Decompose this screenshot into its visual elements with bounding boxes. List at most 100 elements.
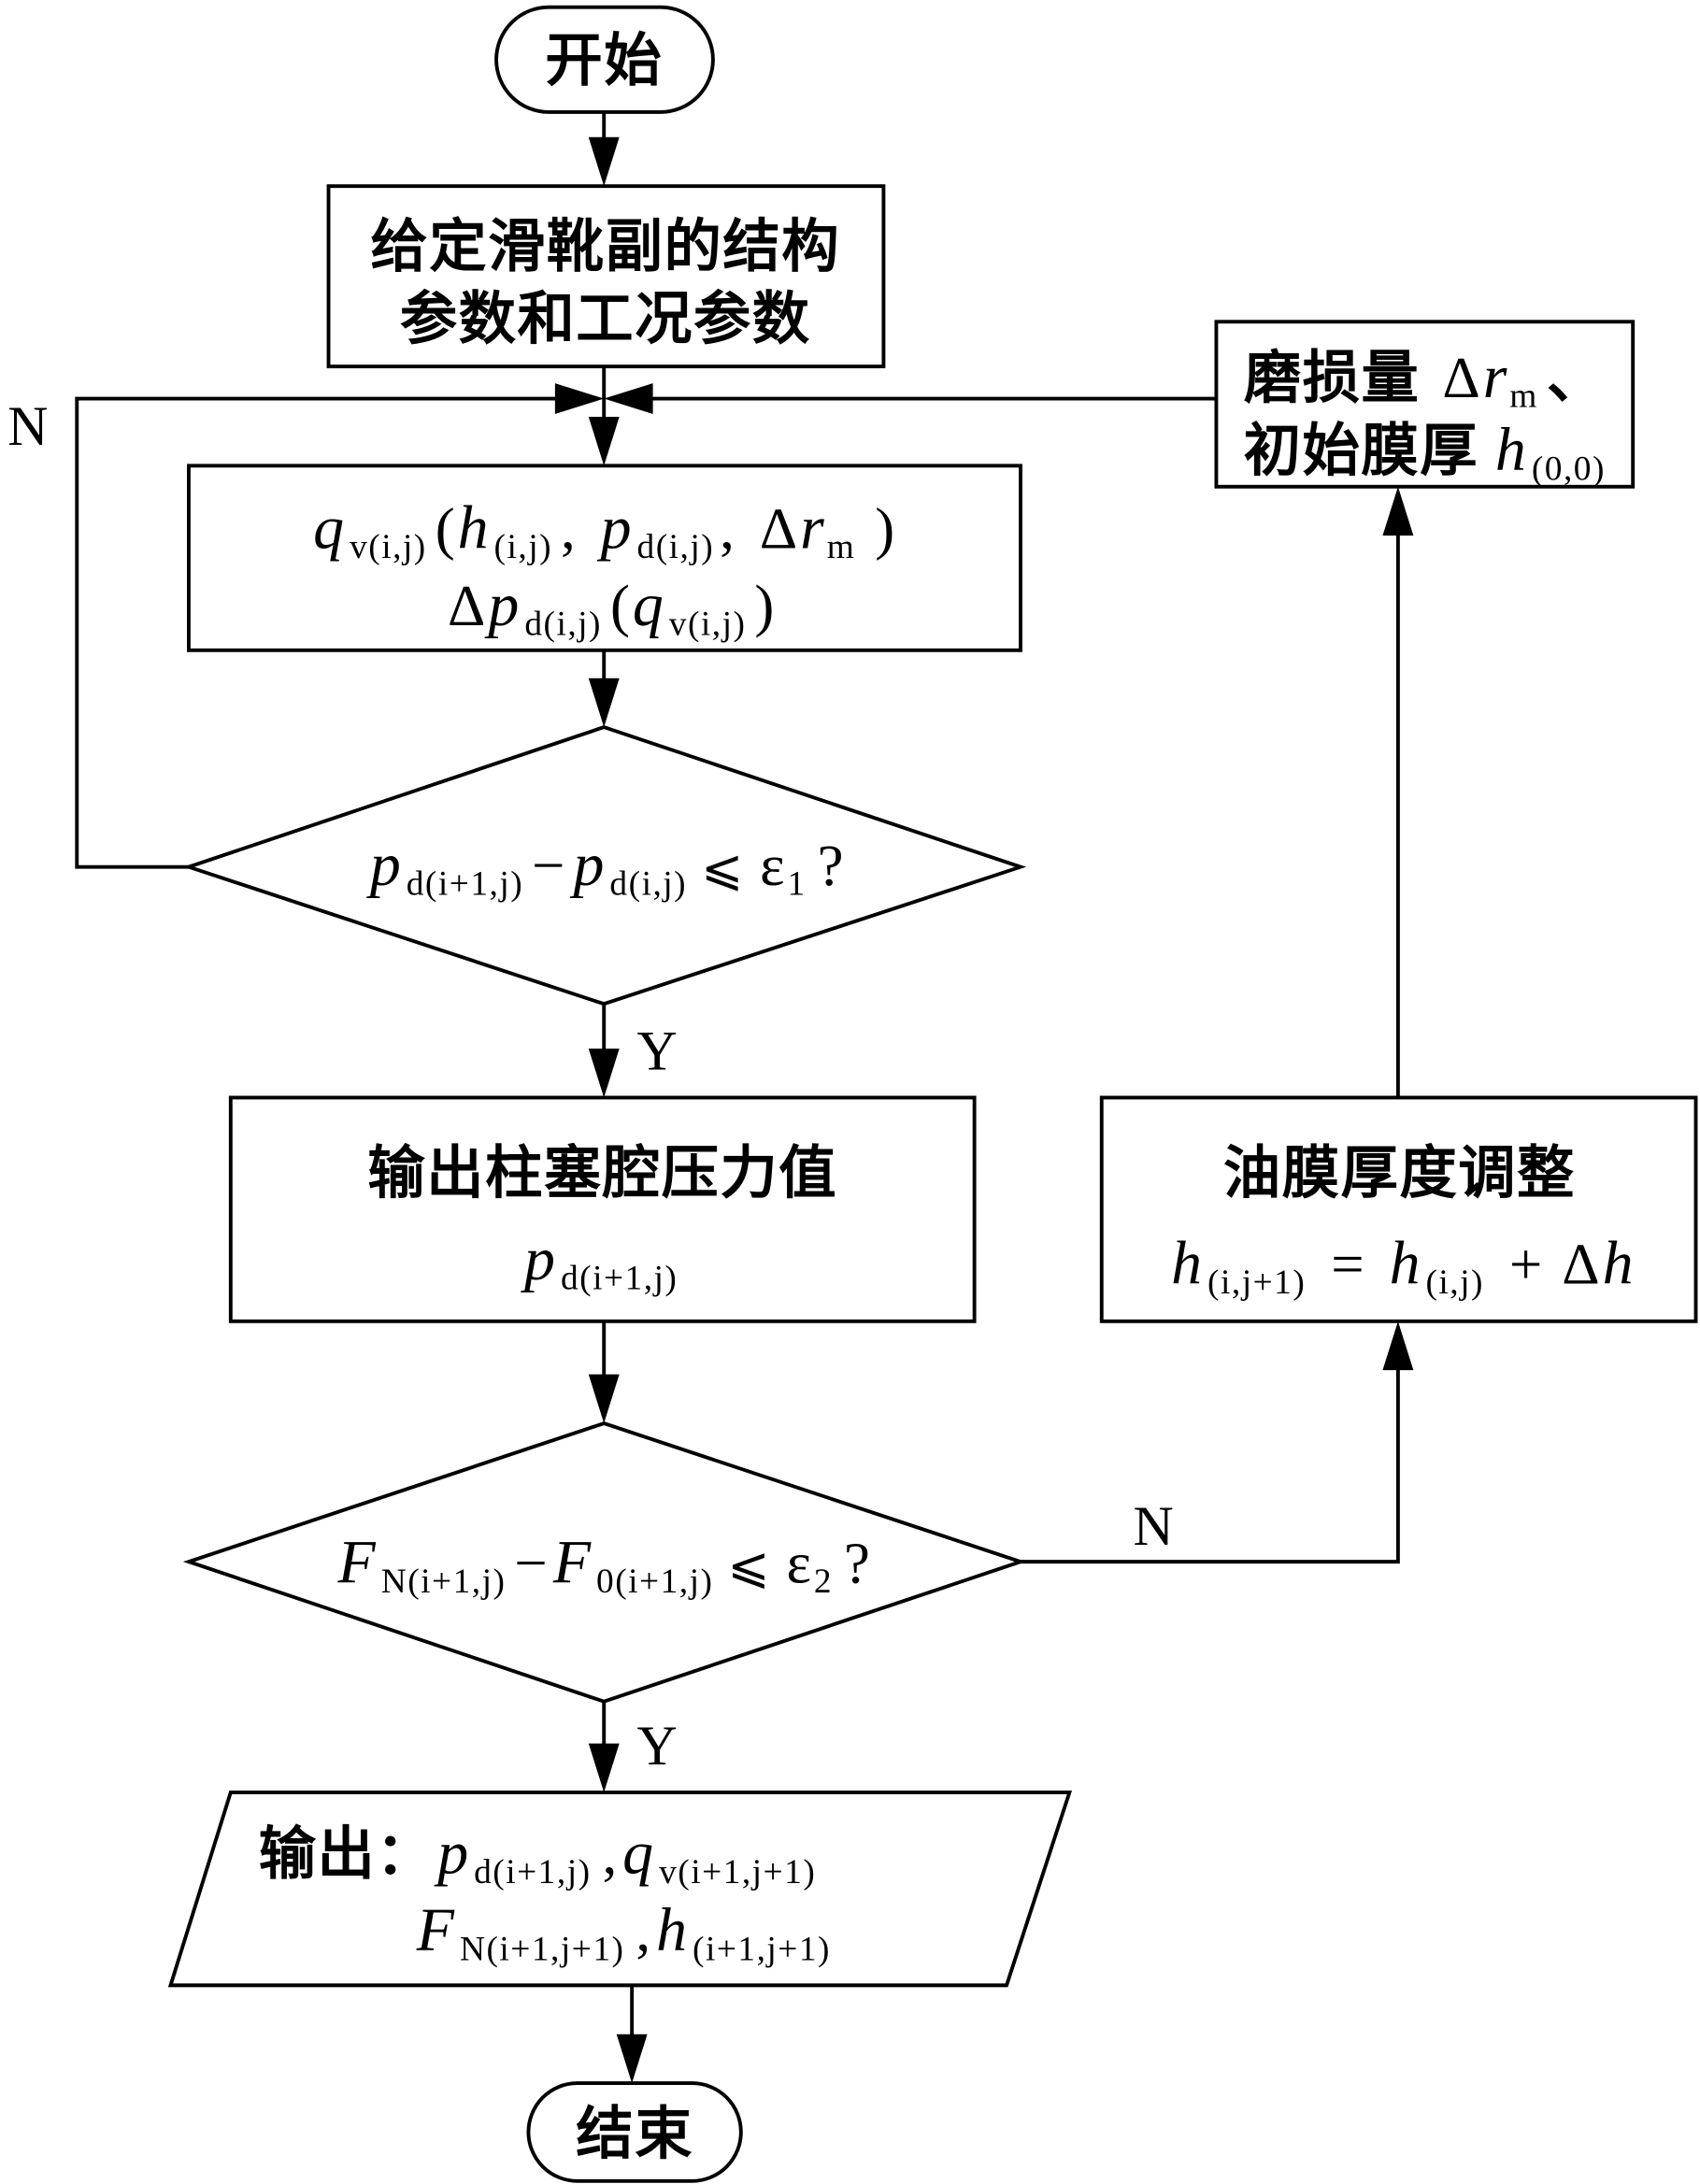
arrow-check2-no <box>1020 1320 1414 1564</box>
math-paren: ( <box>610 573 630 638</box>
output-prefix: 输出： <box>259 1820 435 1888</box>
step-adjust-box <box>1099 1095 1698 1323</box>
math-subscript: 2 <box>814 1563 833 1601</box>
math-subscript: v(i+1,j+1) <box>659 1853 816 1891</box>
math-paren: ) <box>754 573 774 638</box>
math-symbol: q <box>633 571 664 639</box>
end-label: 结束 <box>576 2100 693 2167</box>
math-subscript: d(i,j) <box>524 605 602 643</box>
step-wear-box <box>1214 320 1636 489</box>
arrowhead <box>588 678 620 728</box>
math-symbol: h <box>1603 1229 1634 1297</box>
arrow-adjust-to-wear <box>1382 486 1414 1098</box>
math-subscript: (i+1,j+1) <box>693 1930 831 1968</box>
enumeration-mark: 、 <box>1547 344 1606 411</box>
wear-label: 磨损量 <box>1244 344 1420 411</box>
math-subscript: d(i+1,j) <box>407 865 523 904</box>
math-paren: ( <box>436 496 455 562</box>
math-separator: , <box>561 496 576 562</box>
arrow-given-to-calc <box>588 366 620 466</box>
given-line1: 给定滑靴副的结构 <box>370 212 840 279</box>
math-subscript: (i,j+1) <box>1207 1263 1306 1302</box>
arrow-start-to-given <box>588 111 620 187</box>
arrow-check2-yes <box>588 1701 620 1792</box>
math-symbol: h <box>656 1896 687 1964</box>
math-separator: , <box>603 1821 618 1887</box>
math-symbol: ε <box>760 833 784 898</box>
math-symbol: q <box>622 1820 653 1888</box>
step-output-pressure-box <box>228 1095 977 1323</box>
arrow-wear-to-calc <box>604 383 1217 414</box>
math-symbol: h <box>458 494 489 563</box>
math-symbol: h <box>1495 416 1526 484</box>
math-subscript: v(i,j) <box>669 605 747 643</box>
math-symbol: p <box>521 1225 555 1293</box>
math-operator: = <box>1331 1231 1364 1296</box>
math-subscript: 0(i+1,j) <box>596 1563 713 1601</box>
step-given-box <box>326 184 886 369</box>
arrow-check1-yes <box>588 1004 620 1098</box>
math-subscript: d(i+1,j) <box>561 1259 678 1297</box>
math-subscript: m <box>827 528 856 566</box>
adjust-line1: 油膜厚度调整 <box>1223 1139 1576 1206</box>
math-symbol: h <box>1171 1229 1202 1297</box>
math-symbol: F <box>552 1529 592 1597</box>
math-symbol: F <box>337 1529 377 1597</box>
step-calc-box <box>187 464 1022 652</box>
math-symbol: p <box>366 831 401 899</box>
math-symbol: p <box>570 831 605 899</box>
arrow-output-to-end <box>616 1985 648 2084</box>
math-symbol: r <box>1483 343 1507 411</box>
step-given-parameters: 给定滑靴副的结构 参数和工况参数 <box>326 184 886 369</box>
arrowhead <box>1382 486 1414 536</box>
math-separator: , <box>636 1898 650 1963</box>
decision1-diamond <box>182 725 1027 1006</box>
start-label: 开始 <box>545 26 663 93</box>
math-subscript: (i,j) <box>494 528 552 566</box>
math-subscript: d(i,j) <box>637 528 715 566</box>
arrowhead <box>1382 1320 1414 1371</box>
decision2-diamond <box>182 1420 1027 1704</box>
math-subscript: (i,j) <box>1425 1263 1483 1302</box>
math-symbol: F <box>416 1896 455 1964</box>
math-relation: ⩽ <box>727 1536 769 1595</box>
math-symbol: ε <box>786 1531 810 1596</box>
math-subscript: v(i,j) <box>350 528 427 566</box>
arrowhead <box>588 1049 620 1098</box>
connector-line <box>1020 1367 1400 1564</box>
arrow-calc-to-check1 <box>588 649 620 728</box>
math-symbol: p <box>484 571 519 639</box>
step-film-thickness-adjust: 油膜厚度调整 h(i,j+1)=h(i,j)+Δh <box>1099 1095 1698 1323</box>
adjust-line2: h(i,j+1)=h(i,j)+Δh <box>1171 1229 1633 1301</box>
edge-label-check2-no: N <box>1133 1495 1173 1557</box>
math-delta: Δ <box>1442 345 1479 410</box>
math-subscript: d(i+1,j) <box>474 1853 591 1891</box>
math-delta: Δ <box>448 573 485 638</box>
math-delta: Δ <box>760 496 797 562</box>
math-subscript: (0,0) <box>1532 450 1606 488</box>
output-pressure-line1: 输出柱塞腔压力值 <box>367 1139 837 1206</box>
output-parallelogram <box>167 1790 1073 1988</box>
given-line2: 参数和工况参数 <box>400 285 811 352</box>
math-subscript: d(i,j) <box>609 865 687 904</box>
math-operator: − <box>514 1531 547 1596</box>
arrowhead <box>588 1743 620 1792</box>
question-mark: ? <box>844 1531 870 1596</box>
arrowhead <box>554 383 605 414</box>
end-terminal-shape <box>526 2081 743 2183</box>
math-paren: ) <box>875 496 894 562</box>
arrowhead <box>616 2034 648 2084</box>
